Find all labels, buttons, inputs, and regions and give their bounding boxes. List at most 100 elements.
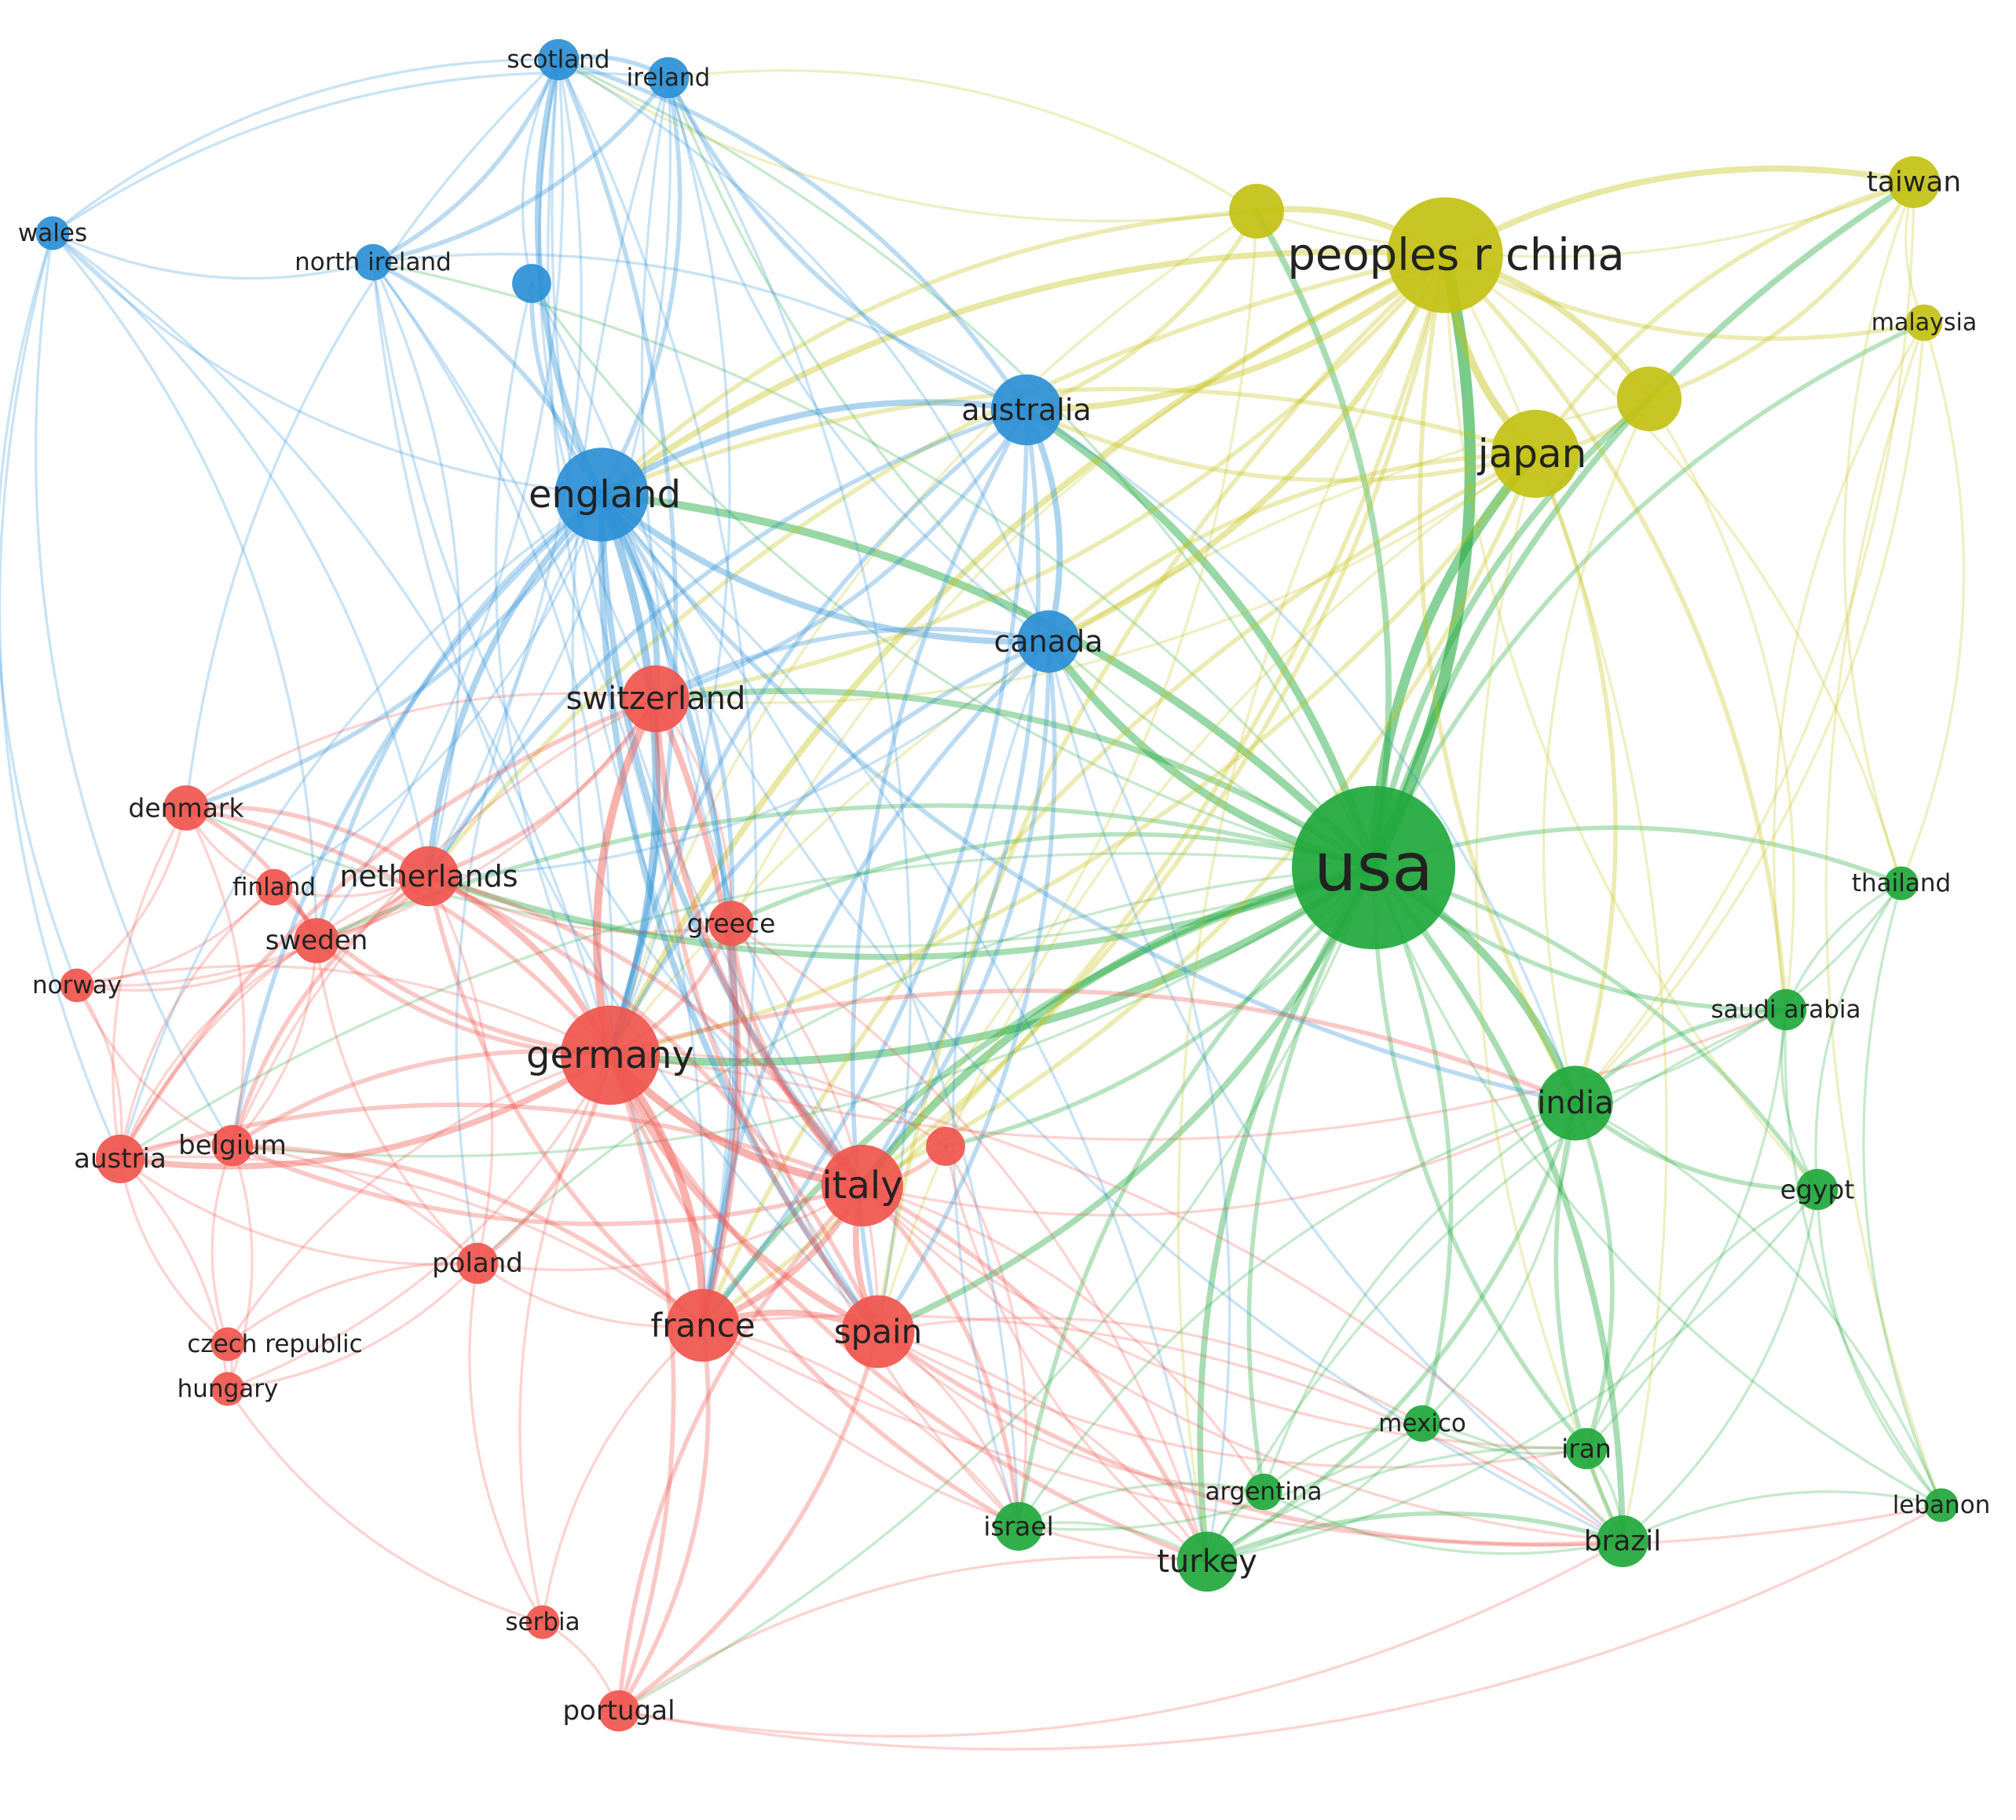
link-spain-turkey [876, 1330, 1209, 1563]
node-germany[interactable] [560, 1005, 660, 1106]
node-sweden[interactable] [294, 918, 339, 963]
link-denmark-norway [75, 806, 188, 987]
link-england-wales [51, 232, 603, 496]
label-india: india [1537, 1085, 1613, 1121]
link-japan-canada [1046, 451, 1538, 644]
link-canada-israel [951, 640, 1050, 1528]
node-peoples-r-china[interactable] [1387, 197, 1503, 313]
label-serbia: serbia [505, 1608, 580, 1636]
node-denmark[interactable] [163, 785, 209, 831]
node-blue-unlabeled-1[interactable] [512, 264, 551, 303]
link-sweden-belgium [231, 939, 318, 1147]
node-scotland[interactable] [537, 38, 580, 81]
node-usa[interactable] [1292, 786, 1455, 949]
node-argentina[interactable] [1245, 1473, 1282, 1511]
node-brazil[interactable] [1597, 1515, 1648, 1567]
node-switzerland[interactable] [622, 665, 690, 733]
node-canada[interactable] [1017, 610, 1080, 673]
link-netherlands-greece [427, 875, 733, 934]
node-norway[interactable] [60, 968, 94, 1003]
node-mexico[interactable] [1403, 1405, 1441, 1442]
link-israel-argentina [1017, 1482, 1265, 1528]
link-australia-france [701, 407, 1029, 1328]
nodes-layer [35, 38, 1959, 1732]
node-belgium[interactable] [211, 1124, 254, 1167]
node-greece[interactable] [708, 901, 754, 946]
link-wales-netherlands [51, 232, 430, 878]
node-portugal[interactable] [598, 1690, 640, 1732]
link-france-lebanon [701, 1324, 1943, 1547]
link-scotland-sweden [315, 58, 565, 942]
link-greece-israel [730, 922, 1020, 1528]
label-north-ireland: north ireland [295, 248, 452, 276]
node-japan[interactable] [1491, 409, 1580, 499]
link-denmark-belgium [185, 806, 246, 1147]
node-yellow-unlabeled-2[interactable] [1616, 366, 1682, 432]
node-wales[interactable] [35, 216, 70, 250]
link-blue-unlabeled-1-germany [494, 282, 612, 1057]
node-lebanon[interactable] [1924, 1488, 1959, 1522]
link-peoples-r-china-netherlands [426, 253, 1447, 879]
link-yellow-unlabeled-1-scotland [557, 58, 1258, 223]
link-brazil-lebanon [1621, 1490, 1943, 1543]
link-peoples-r-china-thailand [1443, 254, 1903, 885]
node-israel[interactable] [994, 1502, 1043, 1551]
node-australia[interactable] [990, 374, 1063, 446]
link-peoples-r-china-malaysia [1443, 253, 1926, 342]
node-taiwan[interactable] [1888, 156, 1940, 208]
node-hungary[interactable] [210, 1372, 245, 1406]
node-netherlands[interactable] [398, 846, 459, 907]
link-france-turkey [701, 1324, 1209, 1563]
link-peoples-r-china-germany [607, 252, 1448, 1058]
link-usa-blue-unlabeled-1 [530, 282, 1375, 869]
link-usa-mexico [1371, 865, 1454, 1426]
link-denmark-sweden [184, 806, 319, 943]
node-italy[interactable] [821, 1145, 903, 1226]
node-spain[interactable] [841, 1295, 915, 1369]
link-netherlands-belgium [230, 874, 431, 1148]
node-egypt[interactable] [1796, 1168, 1839, 1211]
link-france-belgium [230, 1143, 705, 1328]
node-india[interactable] [1538, 1065, 1613, 1141]
node-czech-republic[interactable] [210, 1327, 245, 1361]
link-germany-denmark [184, 806, 613, 1058]
link-germany-switzerland [592, 695, 660, 1059]
node-malaysia[interactable] [1905, 304, 1943, 342]
link-usa-austria [119, 852, 1375, 1160]
label-peoples-r-china: peoples r china [1287, 230, 1624, 281]
node-finland[interactable] [255, 868, 293, 906]
link-spain-switzerland [653, 696, 880, 1334]
link-italy-belgium [230, 1143, 865, 1226]
node-yellow-unlabeled-1[interactable] [1229, 184, 1284, 239]
node-turkey[interactable] [1176, 1531, 1238, 1592]
node-iran[interactable] [1565, 1427, 1608, 1470]
link-france-austria [119, 1155, 704, 1327]
link-spain-mexico [876, 1316, 1424, 1425]
link-peoples-r-china-turkey [1176, 254, 1447, 1563]
node-austria[interactable] [96, 1135, 145, 1183]
link-belgium-poland [231, 1144, 479, 1265]
link-usa-netherlands [426, 864, 1377, 960]
link-usa-north-ireland [371, 261, 1375, 869]
link-wales-germany [51, 232, 612, 1057]
link-usa-lebanon [1372, 866, 1943, 1507]
node-england[interactable] [554, 448, 649, 542]
node-poland[interactable] [456, 1242, 499, 1285]
link-argentina-mexico [1262, 1422, 1424, 1493]
link-sweden-norway [75, 939, 318, 992]
link-italy-portugal [617, 1183, 865, 1713]
link-peoples-r-china-spain [876, 253, 1447, 1334]
node-serbia[interactable] [525, 1605, 560, 1639]
node-france[interactable] [666, 1288, 740, 1362]
node-ireland[interactable] [647, 57, 690, 99]
label-denmark: denmark [128, 793, 244, 824]
link-scotland-france [557, 58, 758, 1327]
node-north-ireland[interactable] [354, 243, 392, 281]
node-thailand[interactable] [1884, 866, 1919, 901]
node-saudi-arabia[interactable] [1765, 989, 1807, 1031]
link-usa-poland [476, 866, 1375, 1265]
link-poland-czech-republic [226, 1262, 479, 1346]
node-red-unlabeled-1[interactable] [926, 1127, 965, 1166]
link-italy-switzerland [653, 696, 865, 1189]
